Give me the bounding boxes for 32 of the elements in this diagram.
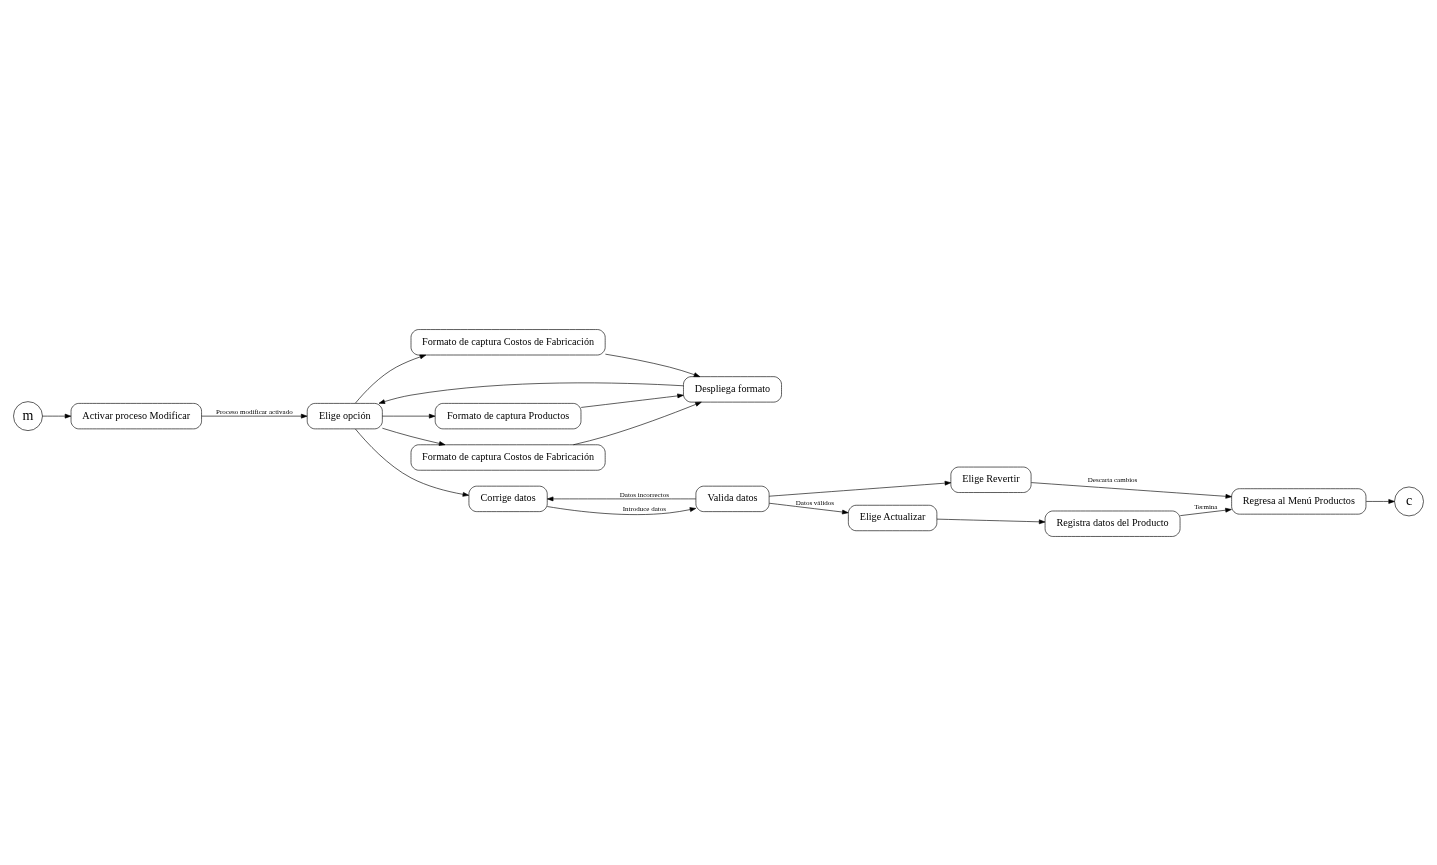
node-box: Formato de captura Costos de Fabricación <box>410 443 606 471</box>
arrow <box>605 353 701 377</box>
node-box: Regresa al Menú Productos <box>1231 487 1367 514</box>
node-box: Formato de captura Productos <box>434 402 582 429</box>
arrow <box>1365 498 1395 504</box>
arrow <box>546 505 697 515</box>
node-box: Corrige datos <box>468 485 548 512</box>
arrow <box>573 401 702 445</box>
node-box: Registra datos del Producto <box>1044 510 1181 537</box>
arrow <box>355 428 470 497</box>
node-box: Despliega formato <box>683 375 782 402</box>
node-box: Valida datos <box>695 485 770 512</box>
arrow <box>936 518 1046 524</box>
arrow <box>768 480 952 497</box>
node-circle: c <box>1394 486 1424 516</box>
node-box: Elige Revertir <box>950 466 1032 493</box>
node-box: Elige Actualizar <box>848 504 938 531</box>
node-circle: m <box>13 400 43 431</box>
arrow <box>378 382 684 404</box>
arrow <box>382 413 436 418</box>
node-box: Elige opción <box>306 402 383 429</box>
arrow <box>42 413 72 418</box>
arrow <box>768 502 849 514</box>
node-box: Activar proceso Modificar <box>70 402 202 429</box>
arrow <box>355 354 427 404</box>
arrow <box>1031 481 1232 499</box>
arrow <box>1179 507 1232 516</box>
arrow <box>547 496 697 501</box>
arrow <box>201 413 308 418</box>
arrow <box>382 427 446 446</box>
node-box: Formato de captura Costos de Fabricación <box>410 328 606 355</box>
arrow <box>580 393 684 408</box>
